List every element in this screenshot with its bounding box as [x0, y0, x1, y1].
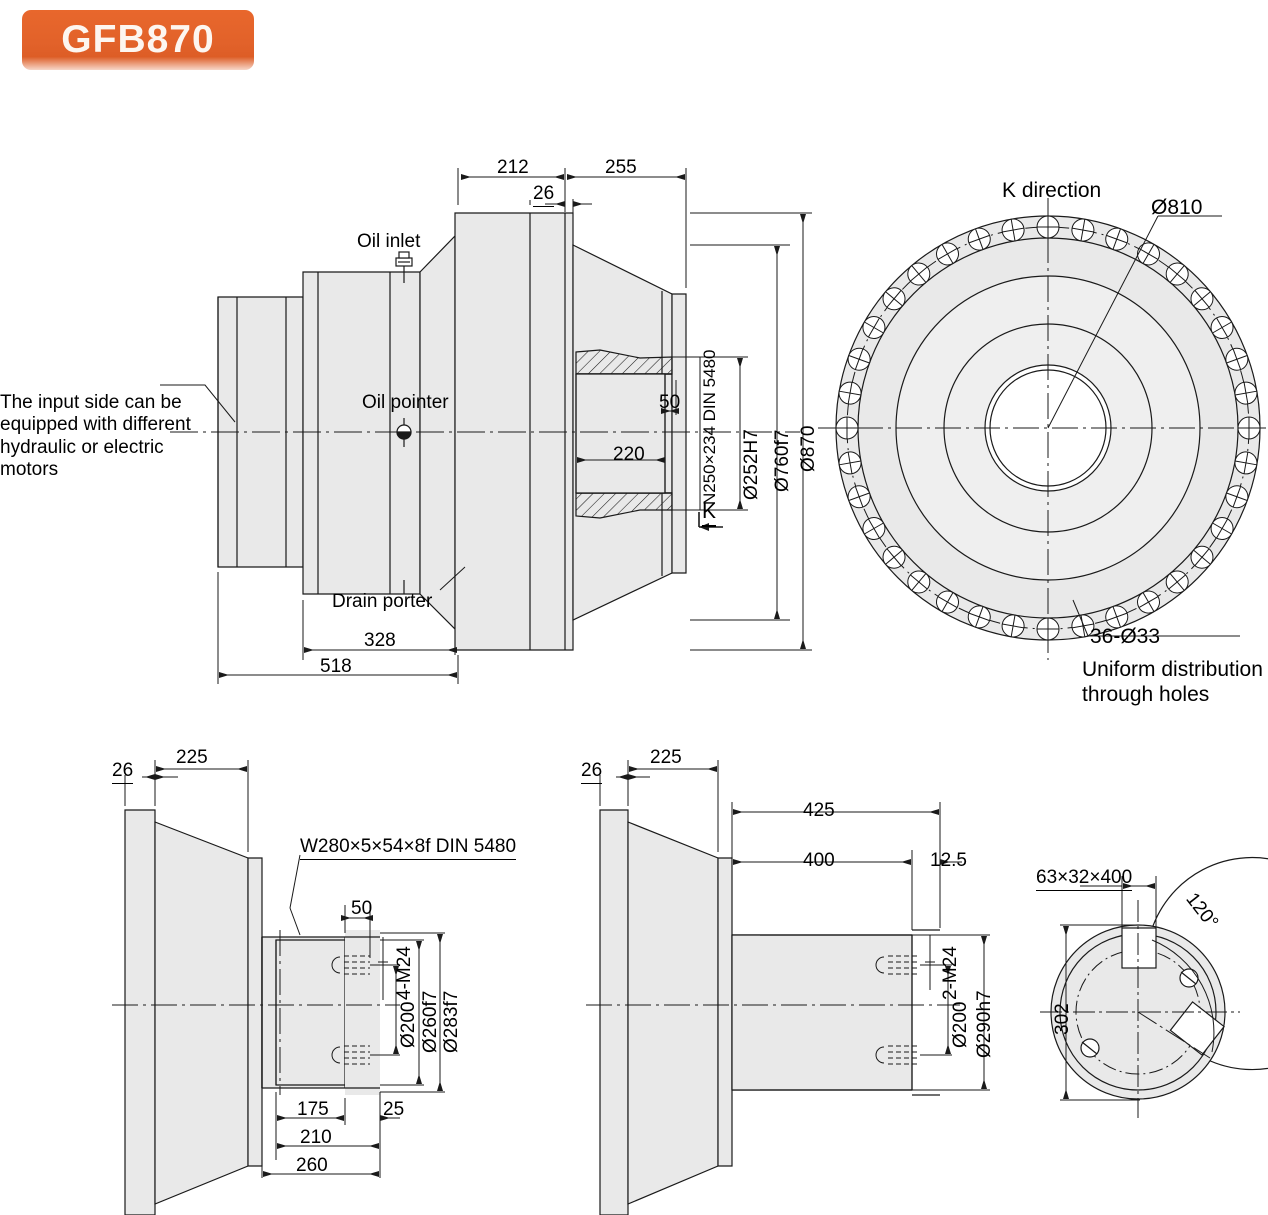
dim-328: 328 — [364, 630, 396, 651]
centerline-k-view — [818, 198, 1266, 660]
centerline-spline-view — [112, 930, 400, 1095]
k-direction-title: K direction — [1002, 179, 1102, 202]
section-mark-k: K — [702, 500, 717, 527]
dim-26-left: 26 — [112, 760, 134, 785]
dim-dia200-center: Ø200 — [950, 1001, 971, 1048]
main-section-view — [160, 212, 800, 651]
oil-pointer-label: Oil pointer — [362, 392, 449, 413]
output-shaft-view — [586, 809, 960, 1215]
dim-dia283: Ø283f7 — [441, 990, 462, 1053]
dim-212: 212 — [497, 157, 529, 178]
threaded-hole-symbols-shaft — [875, 955, 920, 1065]
main-view-dimensions — [217, 168, 812, 684]
dim-255: 255 — [605, 157, 637, 178]
hole-distribution-note: Uniform distribution through holes — [1082, 658, 1263, 706]
oil-pointer-symbol — [396, 418, 412, 447]
key-end-view — [1040, 856, 1268, 1118]
dim-26-center: 26 — [581, 760, 603, 785]
centerline-key-view — [1040, 900, 1240, 1118]
bolt-holes — [835, 215, 1261, 641]
dim-302: 302 — [1052, 1003, 1073, 1035]
dim-26-main: 26 — [533, 183, 555, 208]
dim-225-left: 225 — [176, 747, 208, 768]
key-spec-label: 63×32×400 — [1036, 867, 1133, 892]
drain-porter-label: Drain porter — [332, 591, 433, 612]
dim-260: 260 — [296, 1155, 328, 1176]
dim-pilot-760: Ø760f7 — [772, 429, 793, 492]
dim-pcd-810: Ø810 — [1151, 196, 1203, 219]
spline-spec-w280: W280×5×54×8f DIN 5480 — [300, 836, 517, 861]
oil-inlet-fitting — [395, 251, 413, 283]
thread-2-m24: 2-M24 — [940, 946, 961, 1000]
dim-spline-main: N250×234 DIN 5480 — [700, 349, 719, 505]
dim-dia290: Ø290h7 — [974, 990, 995, 1058]
thread-4-m24: 4-M24 — [394, 946, 415, 1000]
dim-50-left: 50 — [351, 898, 373, 919]
dim-220: 220 — [613, 444, 645, 465]
dim-25: 25 — [383, 1099, 405, 1120]
output-spline-dimensions — [124, 760, 445, 1178]
oil-inlet-label: Oil inlet — [357, 231, 421, 252]
hole-spec-label: 36-Ø33 — [1090, 625, 1161, 648]
dim-12-5: 12.5 — [930, 850, 967, 871]
dim-bore-252: Ø252H7 — [741, 429, 762, 500]
key-view-dimensions — [1060, 876, 1215, 1101]
dim-outer-870: Ø870 — [798, 425, 819, 472]
output-shaft-dimensions — [599, 760, 990, 1091]
threaded-hole-symbols — [331, 955, 370, 1065]
model-badge: GFB870 — [22, 10, 254, 70]
input-side-note: The input side can be equipped with diff… — [0, 392, 191, 481]
dim-518: 518 — [320, 656, 352, 677]
dim-425: 425 — [803, 800, 835, 821]
dim-dia200-left: Ø200 — [398, 1001, 419, 1048]
model-badge-label: GFB870 — [61, 18, 215, 61]
output-spline-view — [112, 809, 400, 1215]
dim-400: 400 — [803, 850, 835, 871]
dim-175: 175 — [297, 1099, 329, 1120]
dim-dia260: Ø260f7 — [420, 990, 441, 1053]
k-direction-view — [818, 198, 1266, 660]
dim-50-main: 50 — [659, 392, 681, 413]
dim-225-center: 225 — [650, 747, 682, 768]
dim-210: 210 — [300, 1127, 332, 1148]
